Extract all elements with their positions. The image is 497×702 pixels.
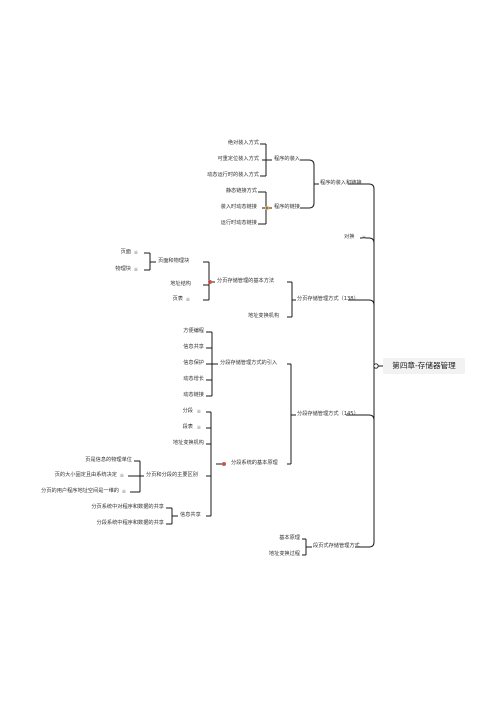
item-segment-table[interactable]: 段表 xyxy=(182,424,193,430)
item-basic-principle[interactable]: 基本原理 xyxy=(279,535,300,541)
topic-load-link[interactable]: 程序的装入和链接 xyxy=(320,180,362,186)
note-icon: ≡ xyxy=(134,249,138,256)
item-segmentation[interactable]: 分段 xyxy=(182,408,193,414)
item-page-size-fixed[interactable]: 页的大小固定且由系统决定 xyxy=(54,472,117,478)
item-absolute-load[interactable]: 绝对装入方式 xyxy=(227,140,259,146)
topic-page-block[interactable]: 页面和物理块 xyxy=(158,258,190,264)
item-load-time-link[interactable]: 装入时动态链接 xyxy=(220,204,257,210)
item-paging-share[interactable]: 分页系统中对程序和数据的共享 xyxy=(91,504,164,510)
topic-paging-basic[interactable]: 分页存储管理的基本方法 xyxy=(217,278,275,284)
item-dynamic-growth[interactable]: 动态增长 xyxy=(183,376,204,382)
marker-icon xyxy=(208,280,212,284)
item-page-one-dimensional[interactable]: 分页的用户程序地址空间是一维的 xyxy=(41,488,119,494)
item-segment-share[interactable]: 分段系统中程序和数据的共享 xyxy=(96,520,164,526)
item-runtime-link[interactable]: 运行时动态链接 xyxy=(220,220,257,226)
topic-info-sharing[interactable]: 信息共享 xyxy=(180,512,201,518)
item-info-sharing[interactable]: 信息共享 xyxy=(183,344,204,350)
item-address-translation-process[interactable]: 地址变换过程 xyxy=(268,551,300,557)
note-icon: ≡ xyxy=(134,266,138,273)
note-icon: ≡ xyxy=(122,488,126,495)
note-icon: ≡ xyxy=(186,296,190,303)
root-topic[interactable]: 第四章-存储器管理 xyxy=(383,358,465,374)
note-icon: ≡ xyxy=(197,424,201,431)
marker-icon xyxy=(265,206,269,210)
topic-segment-basic[interactable]: 分段系统的基本原理 xyxy=(231,460,278,466)
topic-swap[interactable]: 对换 xyxy=(344,234,355,240)
topic-segpage[interactable]: 段页式存储管理方式 xyxy=(313,543,360,549)
item-page-table[interactable]: 页表 xyxy=(172,296,183,302)
item-easy-programming[interactable]: 方便编程 xyxy=(183,328,204,334)
item-physical-block[interactable]: 物理块 xyxy=(115,266,131,272)
topic-program-link[interactable]: 程序的链接 xyxy=(274,204,300,210)
note-icon: ≡ xyxy=(120,472,124,479)
item-page[interactable]: 页面 xyxy=(120,249,131,255)
item-address-structure[interactable]: 地址结构 xyxy=(170,281,191,287)
topic-paging[interactable]: 分页存储管理方式（138） xyxy=(297,296,359,302)
item-dynamic-link[interactable]: 动态链接 xyxy=(183,392,204,398)
topic-program-load[interactable]: 程序的装入 xyxy=(274,156,300,162)
item-page-physical-unit[interactable]: 页是信息的物理单位 xyxy=(85,457,132,463)
item-static-link[interactable]: 静态链接方式 xyxy=(225,188,257,194)
topic-segment[interactable]: 分段存储管理方式（145） xyxy=(297,411,359,417)
topic-segment-intro[interactable]: 分段存储管理方式的引入 xyxy=(220,360,278,366)
topic-paging-translation[interactable]: 地址变换机构 xyxy=(248,313,280,319)
topic-page-vs-segment[interactable]: 分页和分段的主要区别 xyxy=(146,472,198,478)
item-relocatable-load[interactable]: 可重定位装入方式 xyxy=(217,156,259,162)
item-segment-translation[interactable]: 地址变换机构 xyxy=(172,440,204,446)
note-icon: ≡ xyxy=(362,234,366,241)
item-info-protection[interactable]: 信息保护 xyxy=(183,360,204,366)
item-dynamic-runtime-load[interactable]: 动态运行时的装入方式 xyxy=(207,172,259,178)
marker-icon xyxy=(222,462,226,466)
note-icon: ≡ xyxy=(197,408,201,415)
